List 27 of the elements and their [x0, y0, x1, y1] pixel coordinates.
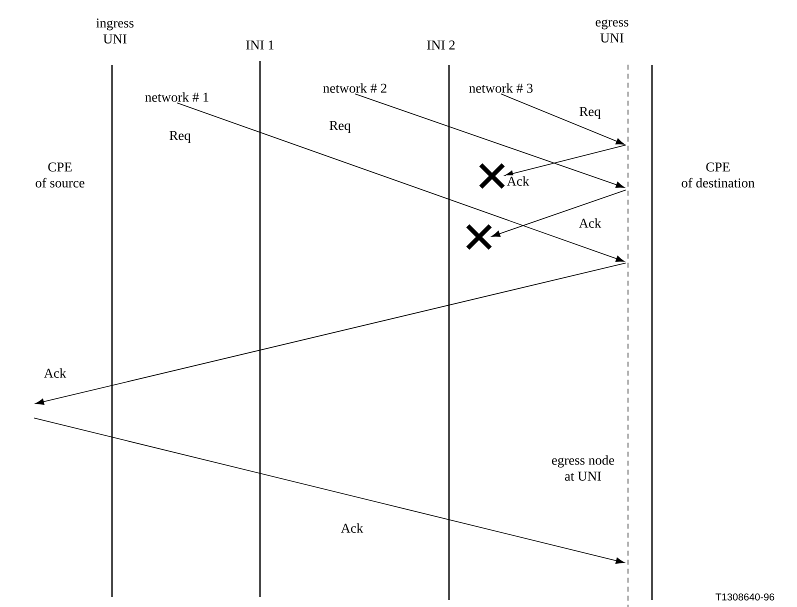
- party-label: CPE of source: [36, 162, 84, 188]
- arrow: [491, 190, 626, 237]
- lifeline-label: network # 2: [323, 83, 386, 93]
- lifeline-label: network # 1: [145, 92, 208, 102]
- cross-mark: [478, 162, 506, 190]
- arrow: [35, 262, 626, 405]
- lifeline-label: INI 2: [427, 40, 455, 50]
- node-caption: egress node at UNI: [552, 455, 614, 481]
- arrow: [354, 94, 625, 188]
- arrow: [34, 418, 624, 564]
- figure-number: T1308640-96: [716, 593, 774, 601]
- edge-label: Req: [578, 106, 602, 120]
- arrow: [176, 102, 625, 262]
- lifeline-label: INI 1: [246, 40, 274, 50]
- lifeline-label: egress UNI: [596, 20, 628, 42]
- arrow: [504, 144, 626, 177]
- lifeline-label: ingress UNI: [96, 18, 134, 44]
- arrow: [500, 94, 625, 145]
- edge-label: Req: [328, 120, 352, 134]
- cross-mark: [466, 224, 492, 250]
- edge-label: Req: [168, 130, 192, 144]
- edge-label: Ack: [578, 217, 602, 229]
- edge-label: Ack: [340, 522, 364, 534]
- party-label: CPE of destination: [682, 162, 755, 188]
- edge-label: Ack: [42, 367, 68, 379]
- lifeline-label: network # 3: [469, 83, 533, 93]
- edge-label: Ack: [506, 175, 530, 187]
